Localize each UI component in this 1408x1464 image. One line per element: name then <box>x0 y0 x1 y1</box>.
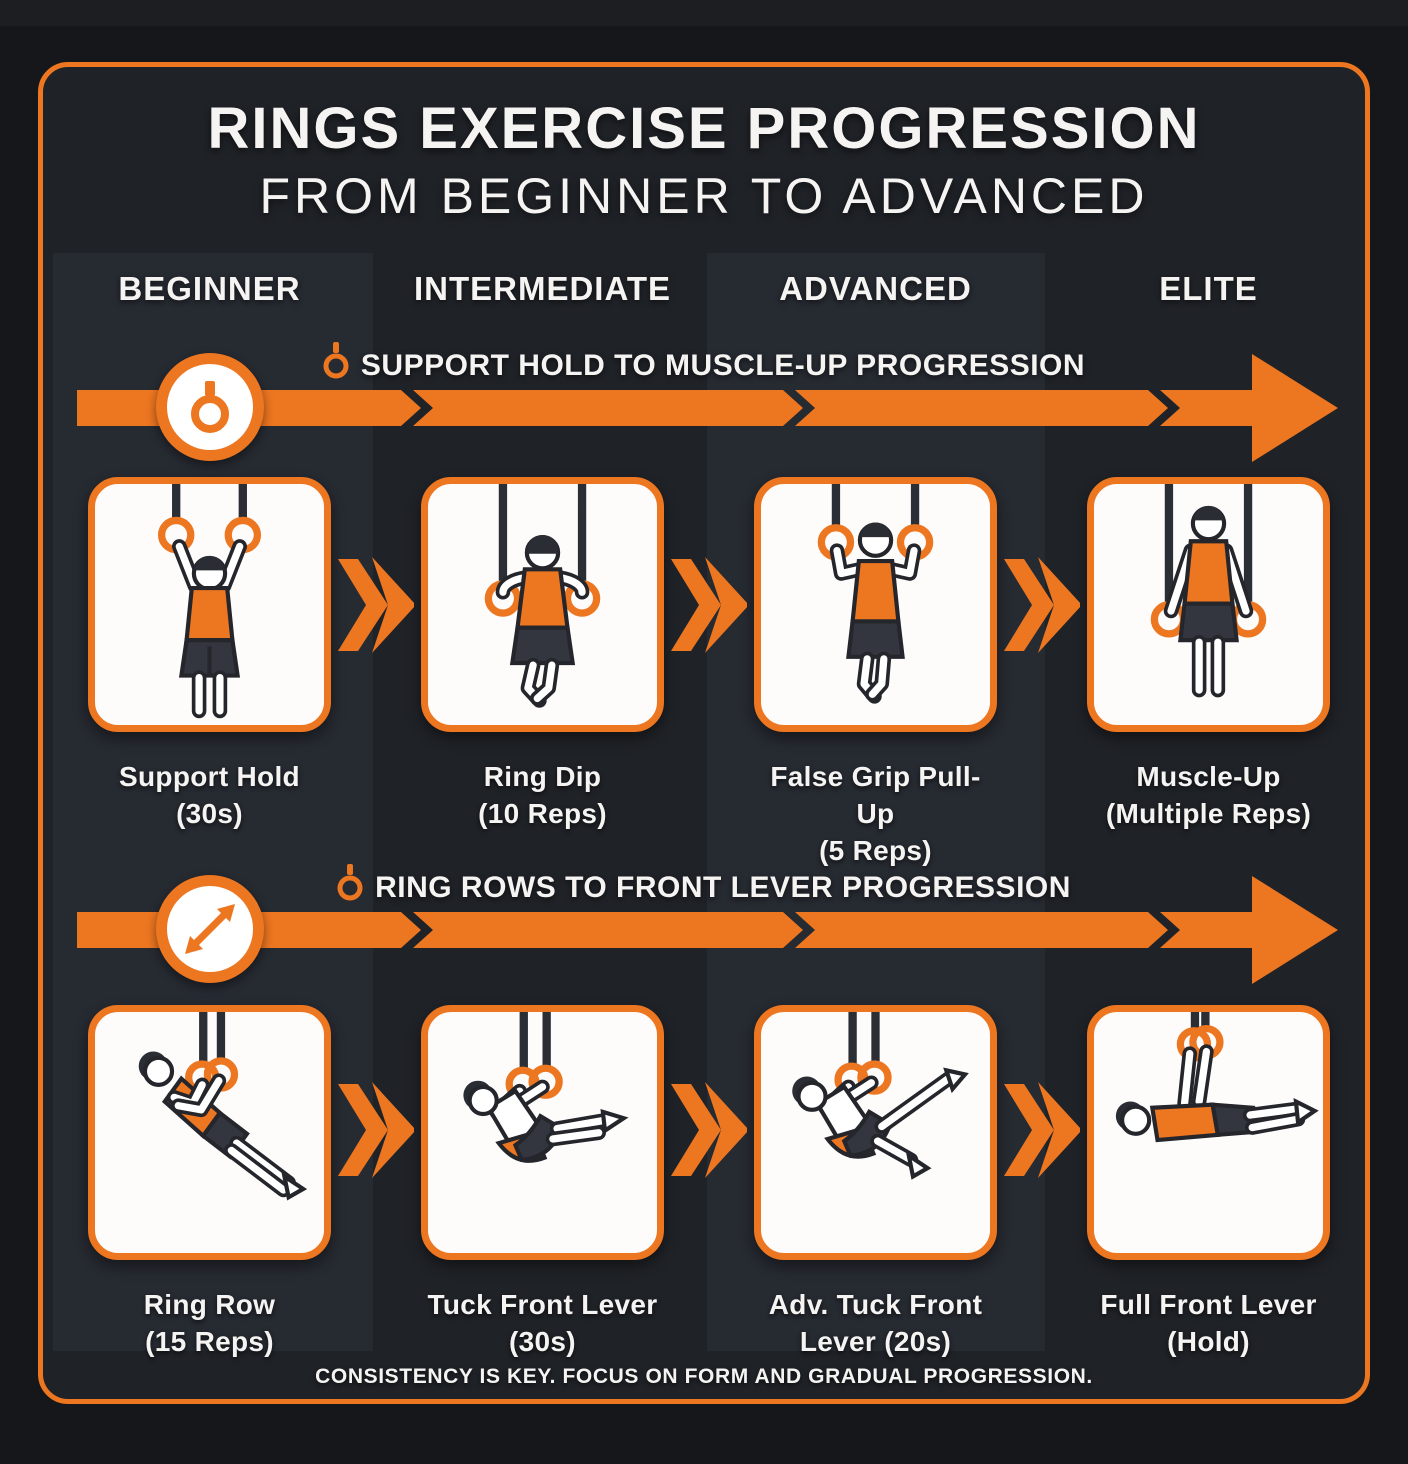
exercise-label: Tuck Front Lever (30s) <box>428 1286 658 1360</box>
level-header-elite: ELITE <box>1159 270 1258 307</box>
exercise-card <box>88 1005 331 1260</box>
ring-icon <box>323 342 349 379</box>
exercise-card <box>754 477 997 732</box>
level-header-intermediate: INTERMEDIATE <box>413 270 672 307</box>
exercise-cell: Tuck Front Lever (30s) <box>421 1005 664 1360</box>
exercise-card <box>421 1005 664 1260</box>
exercise-label: False Grip Pull-Up (5 Reps) <box>754 758 997 869</box>
section-1-heading-text: SUPPORT HOLD TO MUSCLE-UP PROGRESSION <box>360 349 1086 382</box>
ring-icon <box>337 864 363 901</box>
next-step-chevron <box>671 1082 747 1178</box>
exercise-name: Muscle-Up <box>1136 761 1281 792</box>
next-step-chevron <box>1004 557 1080 653</box>
exercise-name: Ring Row <box>143 1289 276 1320</box>
exercise-name: Full Front Lever <box>1100 1289 1317 1320</box>
exercise-cell: False Grip Pull-Up (5 Reps) <box>754 477 997 869</box>
exercise-card <box>421 477 664 732</box>
section-1-heading: SUPPORT HOLD TO MUSCLE-UP PROGRESSION <box>43 341 1365 383</box>
exercise-cell: Full Front Lever (Hold) <box>1087 1005 1330 1360</box>
support-hold-illustration <box>157 484 262 719</box>
exercise-cell: Ring Dip (10 Reps) <box>421 477 664 869</box>
next-step-chevron <box>338 557 414 653</box>
exercise-name: False Grip Pull-Up <box>770 761 981 829</box>
section-1-badge <box>156 353 264 461</box>
full-front-lever-illustration <box>1115 1012 1319 1143</box>
exercise-label: Ring Row (15 Reps) <box>144 1286 276 1360</box>
exercise-detail: (Multiple Reps) <box>1105 798 1312 829</box>
level-header-advanced: ADVANCED <box>779 270 972 307</box>
level-header-row: BEGINNER INTERMEDIATE ADVANCED ELITE <box>43 270 1365 308</box>
exercise-name: Tuck Front Lever <box>427 1289 658 1320</box>
ring-row-illustration <box>138 1012 308 1201</box>
infographic-frame: RINGS EXERCISE PROGRESSION FROM BEGINNER… <box>38 62 1370 1404</box>
exercise-card <box>754 1005 997 1260</box>
exercise-detail: (30s) <box>176 798 243 829</box>
cards-row-1: Support Hold (30s) Ring Dip <box>43 477 1365 869</box>
gymnastic-ring-icon <box>191 381 229 433</box>
ring-dip-illustration <box>484 484 601 708</box>
next-step-chevron <box>1004 1082 1080 1178</box>
exercise-label: Muscle-Up (Multiple Reps) <box>1106 758 1311 832</box>
exercise-name: Adv. Tuck Front <box>768 1289 983 1320</box>
exercise-label: Ring Dip (10 Reps) <box>478 758 607 832</box>
adv-tuck-front-lever-illustration <box>792 1012 969 1180</box>
section-2-heading: RING ROWS TO FRONT LEVER PROGRESSION <box>43 863 1365 905</box>
exercise-cell: Muscle-Up (Multiple Reps) <box>1087 477 1330 869</box>
exercise-card <box>88 477 331 732</box>
muscle-up-illustration <box>1150 484 1267 698</box>
exercise-label: Support Hold (30s) <box>119 758 300 832</box>
exercise-cell: Support Hold (30s) <box>88 477 331 869</box>
exercise-cell: Adv. Tuck Front Lever (20s) <box>754 1005 997 1360</box>
tuck-front-lever-illustration <box>463 1012 629 1163</box>
exercise-card <box>1087 1005 1330 1260</box>
exercise-detail: (Hold) <box>1167 1326 1250 1357</box>
diagonal-arrows-icon <box>185 904 235 954</box>
exercise-detail: (5 Reps) <box>819 835 932 866</box>
exercise-name: Ring Dip <box>483 761 602 792</box>
exercise-detail: (10 Reps) <box>478 798 607 829</box>
page-subtitle: FROM BEGINNER TO ADVANCED <box>259 168 1149 224</box>
section-2-badge <box>156 875 264 983</box>
outer-top-strip <box>0 0 1408 26</box>
next-step-chevron <box>671 557 747 653</box>
level-header-beginner: BEGINNER <box>118 270 301 307</box>
exercise-detail: (15 Reps) <box>145 1326 274 1357</box>
exercise-label: Full Front Lever (Hold) <box>1100 1286 1316 1360</box>
section-2-heading-text: RING ROWS TO FRONT LEVER PROGRESSION <box>375 871 1071 904</box>
footer-note: CONSISTENCY IS KEY. FOCUS ON FORM AND GR… <box>315 1365 1093 1388</box>
exercise-detail: (30s) <box>509 1326 576 1357</box>
exercise-name: Support Hold <box>119 761 300 792</box>
cards-row-2: Ring Row (15 Reps) <box>43 1005 1365 1360</box>
exercise-detail: Lever (20s) <box>799 1326 952 1357</box>
next-step-chevron <box>338 1082 414 1178</box>
exercise-card <box>1087 477 1330 732</box>
exercise-label: Adv. Tuck Front Lever (20s) <box>769 1286 982 1360</box>
page-title: RINGS EXERCISE PROGRESSION <box>207 96 1201 161</box>
exercise-cell: Ring Row (15 Reps) <box>88 1005 331 1360</box>
false-grip-pull-up-illustration <box>817 484 934 704</box>
